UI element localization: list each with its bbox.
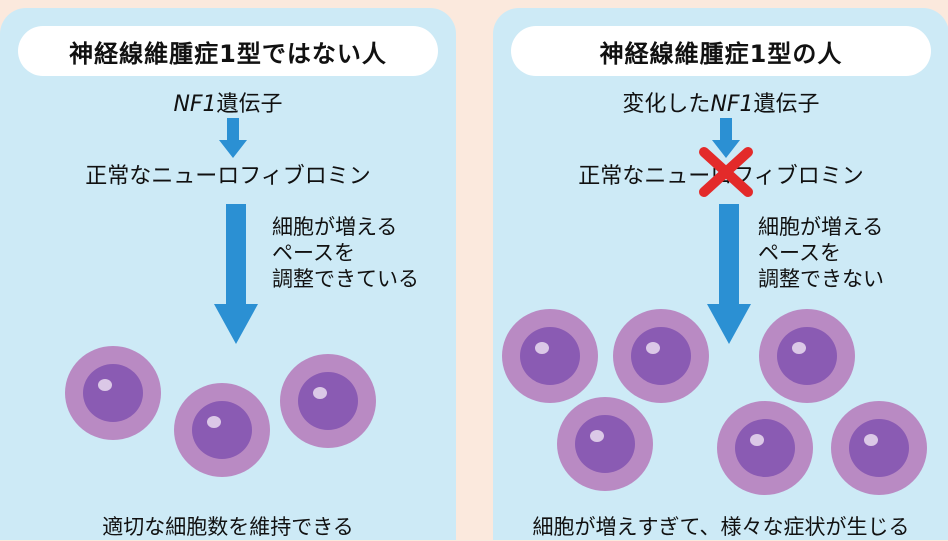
note-line: 調整できている bbox=[272, 267, 419, 291]
cells-overgrown bbox=[502, 309, 927, 495]
cell bbox=[831, 401, 927, 495]
regulation-note: 細胞が増える ペースを 調整できている bbox=[272, 214, 419, 292]
cell bbox=[557, 397, 653, 491]
gene-prefix: 変化した bbox=[622, 92, 711, 117]
gene-suffix: 遺伝子 bbox=[753, 92, 820, 117]
note-line: 細胞が増える bbox=[272, 215, 398, 239]
gene-italic-name: NF1 bbox=[710, 92, 754, 117]
panel-title: 神経線維腫症1型の人 bbox=[511, 26, 931, 76]
panel-with-nf1: 神経線維腫症1型の人 変化したNF1遺伝子 正常なニューロフィブロミン 細胞が増… bbox=[493, 8, 948, 540]
short-arrow bbox=[219, 118, 247, 158]
cell bbox=[759, 309, 855, 403]
cell bbox=[717, 401, 813, 495]
cell bbox=[65, 346, 161, 440]
cell bbox=[174, 383, 270, 477]
cross-mark-icon bbox=[699, 147, 753, 197]
long-arrow bbox=[707, 204, 751, 344]
short-arrow bbox=[712, 118, 740, 158]
result-caption: 適切な細胞数を維持できる bbox=[102, 515, 354, 539]
cell-group bbox=[0, 308, 456, 528]
panel-without-nf1: 神経線維腫症1型ではない人 NF1遺伝子 正常なニューロフィブロミン 細胞が増え… bbox=[0, 8, 456, 540]
gene-suffix: 遺伝子 bbox=[216, 92, 283, 117]
protein-label: 正常なニューロフィブロミン bbox=[85, 164, 371, 189]
note-line: ペースを bbox=[758, 241, 841, 265]
regulation-note: 細胞が増える ペースを 調整できない bbox=[758, 214, 884, 292]
panel-title: 神経線維腫症1型ではない人 bbox=[18, 26, 438, 76]
cell bbox=[502, 309, 598, 403]
cell bbox=[280, 354, 376, 448]
note-line: ペースを bbox=[272, 241, 355, 265]
cells-normal bbox=[65, 346, 376, 477]
note-line: 調整できない bbox=[758, 267, 884, 291]
cell-group bbox=[493, 308, 948, 528]
gene-label: 変化したNF1遺伝子 bbox=[493, 86, 948, 118]
gene-italic-name: NF1 bbox=[173, 92, 217, 117]
cell bbox=[613, 309, 709, 403]
long-arrow bbox=[214, 204, 258, 344]
gene-label: NF1遺伝子 bbox=[0, 86, 456, 118]
result-caption: 細胞が増えすぎて、様々な症状が生じる bbox=[532, 515, 910, 539]
note-line: 細胞が増える bbox=[758, 215, 884, 239]
